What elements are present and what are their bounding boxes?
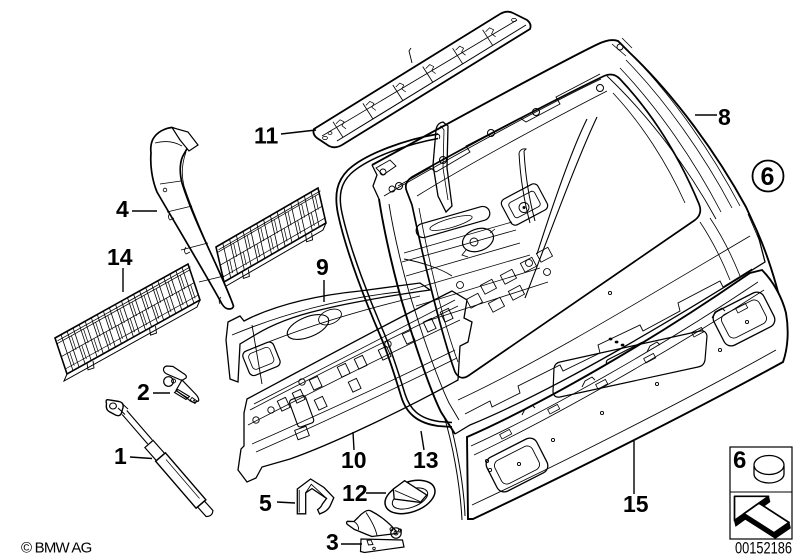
svg-text:11: 11: [254, 123, 279, 149]
svg-text:3: 3: [326, 529, 339, 555]
svg-text:14: 14: [107, 244, 133, 270]
svg-text:1: 1: [114, 443, 127, 469]
svg-text:00152186: 00152186: [735, 539, 792, 558]
svg-text:12: 12: [342, 480, 368, 506]
svg-text:5: 5: [259, 490, 272, 516]
svg-text:13: 13: [413, 447, 439, 473]
svg-text:© BMW AG: © BMW AG: [21, 540, 92, 557]
svg-text:8: 8: [718, 104, 731, 130]
svg-text:6: 6: [733, 447, 746, 474]
svg-text:2: 2: [137, 379, 150, 405]
svg-text:10: 10: [341, 447, 367, 473]
svg-text:9: 9: [316, 254, 329, 280]
svg-text:4: 4: [116, 196, 129, 222]
svg-text:6: 6: [761, 163, 775, 191]
svg-text:15: 15: [623, 491, 649, 517]
